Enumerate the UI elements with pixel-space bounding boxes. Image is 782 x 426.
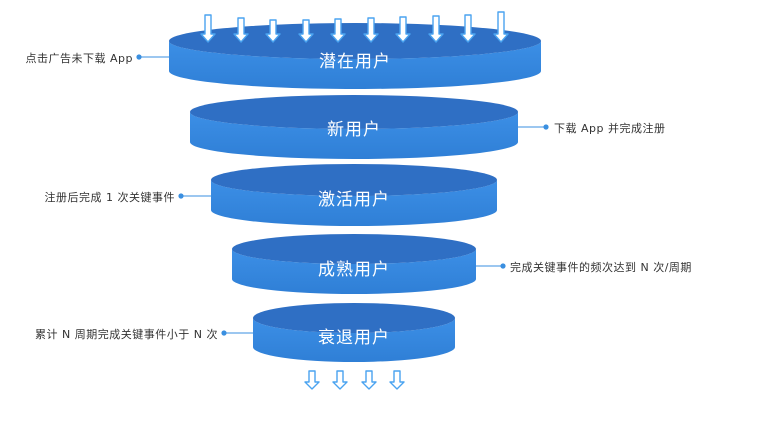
arrow-down-icon — [200, 14, 216, 43]
connector-dot-mature-users — [500, 263, 506, 269]
stage-label-declining-users: 衰退用户 — [318, 328, 390, 348]
tier-top-new-users — [190, 95, 518, 129]
funnel-tier-activated-users — [211, 164, 497, 226]
stage-note-activated-users: 注册后完成 1 次关键事件 — [44, 191, 175, 204]
stage-note-new-users: 下载 App 并完成注册 — [554, 122, 666, 135]
stage-label-potential-users: 潜在用户 — [319, 52, 391, 72]
funnel-tier-mature-users — [232, 234, 476, 294]
tier-top-activated-users — [211, 164, 497, 196]
tier-side-new-users — [190, 112, 518, 159]
hollow-arrow-down-icon — [304, 370, 320, 390]
arrow-down-icon — [330, 18, 346, 43]
connector-dot-activated-users — [178, 193, 184, 199]
arrow-down-icon — [363, 17, 379, 43]
arrow-down-icon — [493, 11, 509, 43]
tier-side-declining-users — [253, 318, 455, 362]
arrow-down-icon — [395, 16, 411, 43]
connector-dot-new-users — [543, 124, 549, 130]
arrow-down-icon — [265, 19, 281, 43]
arrow-down-icon — [233, 17, 249, 43]
stage-note-mature-users: 完成关键事件的频次达到 N 次/周期 — [510, 261, 692, 274]
hollow-arrow-down-icon — [389, 370, 405, 390]
arrow-down-icon — [298, 19, 314, 43]
tier-top-declining-users — [253, 303, 455, 333]
arrow-down-icon — [460, 14, 476, 43]
connector-dot-declining-users — [221, 330, 227, 336]
stage-note-potential-users: 点击广告未下载 App — [25, 52, 133, 65]
connector-dot-potential-users — [136, 54, 142, 60]
tier-side-activated-users — [211, 180, 497, 226]
arrow-down-icon — [428, 15, 444, 43]
tier-top-potential-users — [169, 23, 541, 59]
tier-top-mature-users — [232, 234, 476, 264]
stage-label-activated-users: 激活用户 — [318, 190, 390, 210]
tier-side-potential-users — [169, 41, 541, 89]
stage-label-mature-users: 成熟用户 — [318, 260, 390, 280]
stage-note-declining-users: 累计 N 周期完成关键事件小于 N 次 — [35, 328, 218, 341]
stage-label-new-users: 新用户 — [327, 120, 381, 140]
hollow-arrow-down-icon — [332, 370, 348, 390]
funnel-tier-declining-users — [253, 303, 455, 362]
funnel-tier-new-users — [190, 95, 518, 159]
funnel-tier-potential-users — [169, 23, 541, 89]
tier-side-mature-users — [232, 249, 476, 294]
hollow-arrow-down-icon — [361, 370, 377, 390]
